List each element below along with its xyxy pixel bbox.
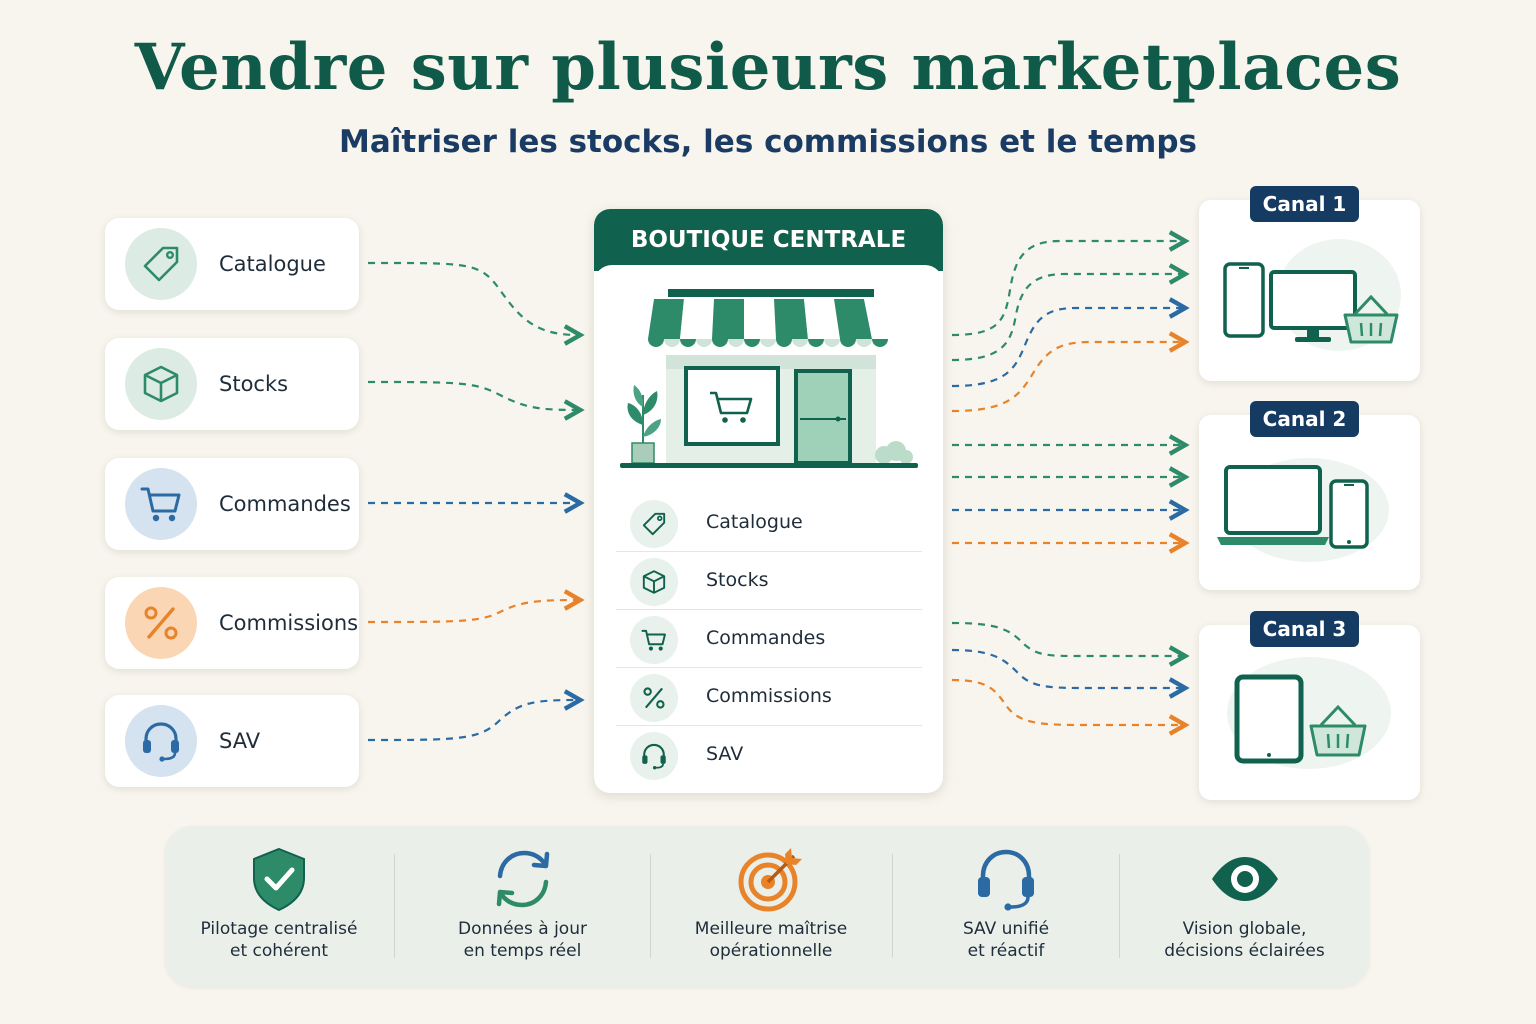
feature-row-catalogue: Catalogue <box>616 494 922 552</box>
box-icon <box>630 558 678 606</box>
tag-icon <box>630 500 678 548</box>
feature-label: Commissions <box>706 685 832 707</box>
feature-label: Commandes <box>706 627 826 649</box>
benefit-line: et réactif <box>967 941 1045 961</box>
benefit-line: SAV unifié <box>962 919 1050 939</box>
headset-icon <box>125 705 197 777</box>
connector-sav <box>367 700 578 742</box>
benefit-line: Meilleure maîtrise <box>694 919 848 939</box>
basket-icon <box>1309 704 1367 757</box>
central-body <box>594 265 943 305</box>
benefit-line: en temps réel <box>463 941 582 961</box>
percent-icon <box>630 674 678 722</box>
headset-icon <box>978 849 1034 911</box>
canal-1-devices <box>1223 239 1401 351</box>
cart-icon <box>630 616 678 664</box>
target-icon <box>738 848 802 912</box>
benefit-divider <box>1119 854 1120 958</box>
benefit-divider <box>394 854 395 958</box>
canal-card-3 <box>1199 625 1420 800</box>
source-label: Commandes <box>219 492 351 516</box>
box-icon <box>125 348 197 420</box>
benefit-divider <box>650 854 651 958</box>
connector-commissions <box>367 600 578 624</box>
feature-row-stocks: Stocks <box>616 552 922 610</box>
connector-catalogue <box>367 261 578 335</box>
tag-icon <box>125 228 197 300</box>
central-feature-list: Catalogue Stocks Commandes Commissions S… <box>616 494 922 783</box>
source-card-commissions: Commissions <box>105 577 359 669</box>
central-shop-card: BOUTIQUE CENTRALE <box>594 209 943 793</box>
feature-label: Catalogue <box>706 511 803 533</box>
smartphone-icon <box>1329 479 1369 549</box>
benefit-line: décisions éclairées <box>1164 941 1325 961</box>
page-title: Vendre sur plusieurs marketplaces <box>134 30 1402 105</box>
canal-2-devices <box>1217 458 1389 562</box>
source-card-sav: SAV <box>105 695 359 787</box>
basket-icon <box>1343 294 1399 344</box>
feature-row-commandes: Commandes <box>616 610 922 668</box>
source-label: Stocks <box>219 372 289 396</box>
percent-icon <box>125 587 197 659</box>
source-card-catalogue: Catalogue <box>105 218 359 310</box>
source-label: SAV <box>219 729 261 753</box>
canal-badge-2: Canal 2 <box>1250 401 1359 437</box>
cart-icon <box>125 468 197 540</box>
benefit-line: et cohérent <box>229 941 329 961</box>
canal-badge-3: Canal 3 <box>1250 611 1359 647</box>
source-label: Commissions <box>219 611 359 635</box>
connector-stocks <box>367 380 578 410</box>
tablet-icon <box>1234 674 1304 764</box>
canal-3-devices <box>1227 657 1391 769</box>
shield-check-icon <box>253 847 305 912</box>
feature-label: Stocks <box>706 569 769 591</box>
headset-icon <box>630 732 678 780</box>
smartphone-icon <box>1223 262 1265 338</box>
benefit-line: Vision globale, <box>1182 919 1307 939</box>
source-card-stocks: Stocks <box>105 338 359 430</box>
benefit-line: opérationnelle <box>709 941 833 961</box>
source-card-commandes: Commandes <box>105 458 359 550</box>
central-title: BOUTIQUE CENTRALE <box>630 227 907 253</box>
page-subtitle: Maîtriser les stocks, les commissions et… <box>339 124 1197 160</box>
storefront-illustration <box>620 289 918 468</box>
central-header <box>594 209 943 271</box>
feature-row-sav: SAV <box>616 726 922 783</box>
canal-card-2 <box>1199 415 1420 590</box>
benefit-vision: Vision globale,décisions éclairées <box>1120 826 1369 987</box>
feature-label: SAV <box>706 743 744 765</box>
benefit-line: Pilotage centralisé <box>200 919 358 939</box>
desktop-icon <box>1269 270 1357 342</box>
eye-icon <box>1211 857 1278 901</box>
feature-row-commissions: Commissions <box>616 668 922 726</box>
source-label: Catalogue <box>219 252 326 276</box>
laptop-icon <box>1217 465 1329 545</box>
canal-card-1 <box>1199 200 1420 381</box>
benefit-divider <box>892 854 893 958</box>
sync-icon <box>496 850 549 908</box>
benefit-line: Données à jour <box>458 919 587 939</box>
canal-badge-1: Canal 1 <box>1250 186 1359 222</box>
